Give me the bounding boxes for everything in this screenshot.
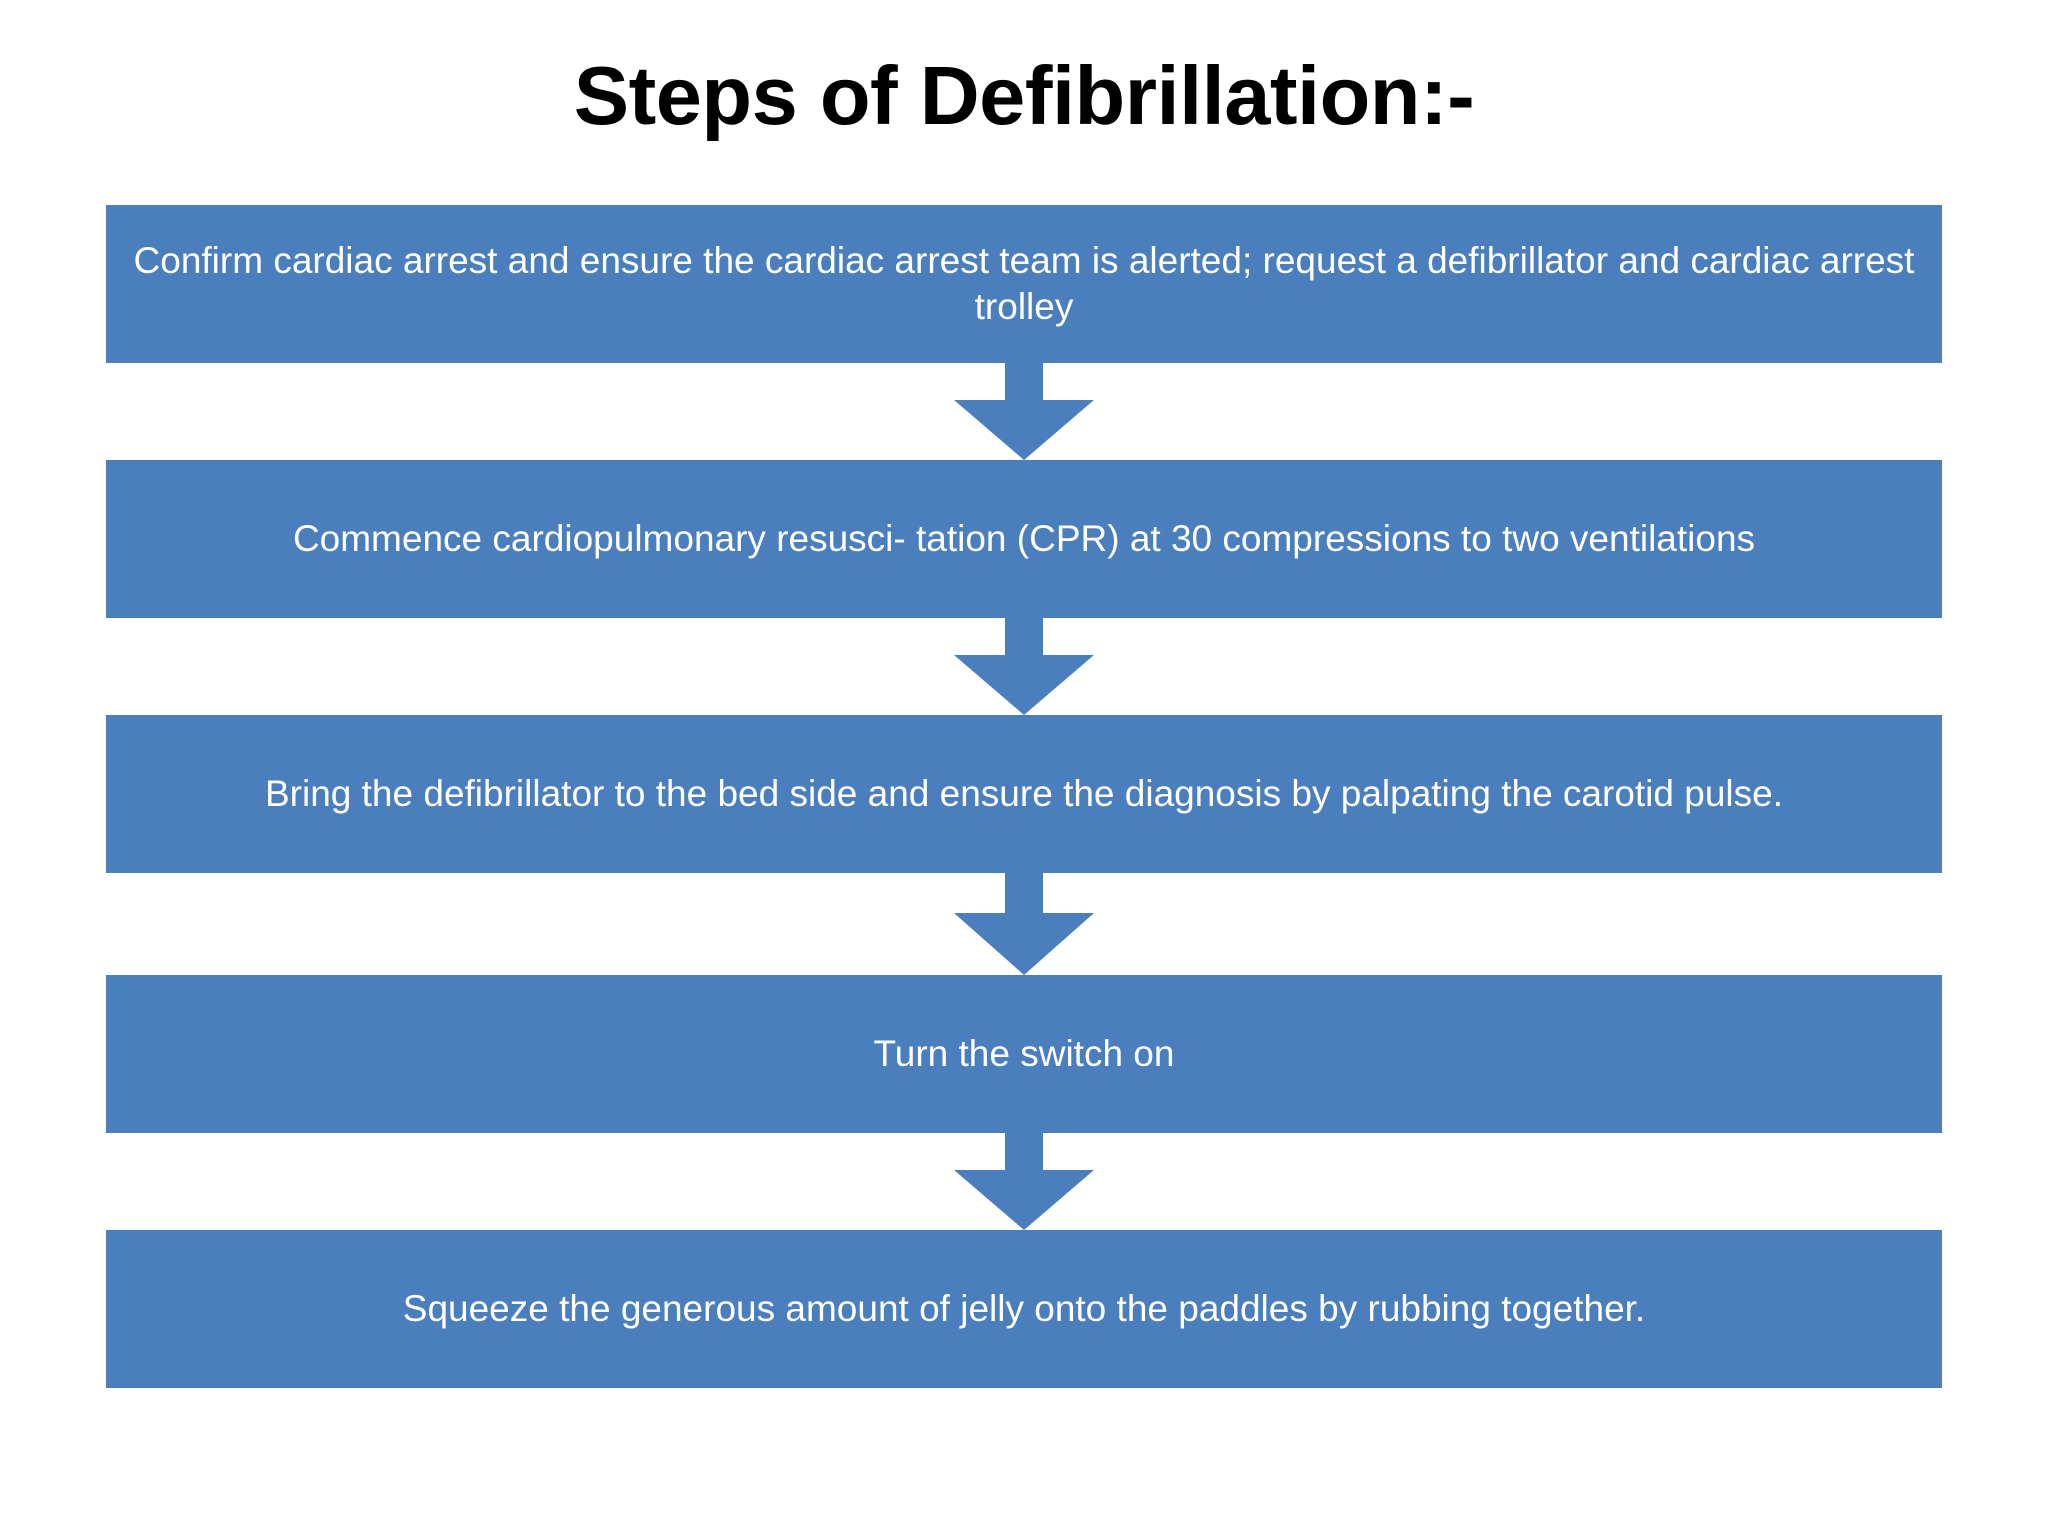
flow-step-4[interactable]: Turn the switch on	[106, 975, 1942, 1133]
down-arrow-icon	[954, 1133, 1094, 1230]
flow-step-2-label: Commence cardiopulmonary resusci- tation…	[292, 518, 1756, 560]
flow-connector-2	[106, 618, 1942, 715]
page-title: Steps of Defibrillation:-	[573, 49, 1475, 142]
flow-connector-4	[106, 1133, 1942, 1230]
down-arrow-icon	[954, 363, 1094, 460]
flowchart: Confirm cardiac arrest and ensure the ca…	[106, 205, 1942, 1388]
flow-step-5[interactable]: Squeeze the generous amount of jelly ont…	[106, 1230, 1942, 1388]
flow-step-3[interactable]: Bring the defibrillator to the bed side …	[106, 715, 1942, 873]
flow-step-4-label: Turn the switch on	[873, 1033, 1175, 1075]
flow-step-3-label: Bring the defibrillator to the bed side …	[265, 773, 1783, 815]
flow-step-1[interactable]: Confirm cardiac arrest and ensure the ca…	[106, 205, 1942, 363]
flow-step-1-label: Confirm cardiac arrest and ensure the ca…	[133, 240, 1915, 327]
flow-step-2[interactable]: Commence cardiopulmonary resusci- tation…	[106, 460, 1942, 618]
down-arrow-icon	[954, 873, 1094, 975]
flow-connector-1	[106, 363, 1942, 460]
flow-connector-3	[106, 873, 1942, 975]
down-arrow-icon	[954, 618, 1094, 715]
flow-step-5-label: Squeeze the generous amount of jelly ont…	[402, 1288, 1646, 1330]
